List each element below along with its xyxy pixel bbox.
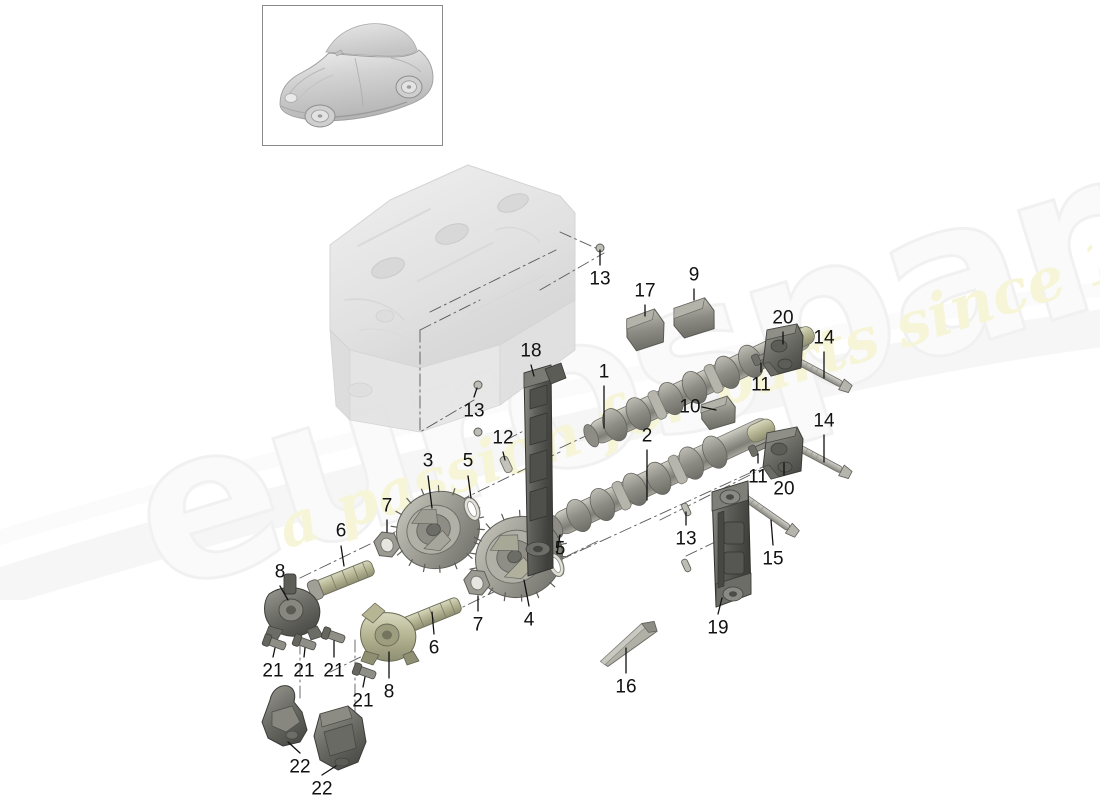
callout-10[interactable]: 10 (679, 396, 701, 418)
part-21-bolt-d (351, 662, 377, 680)
callout-1[interactable]: 1 (598, 361, 610, 383)
callout-22-b[interactable]: 22 (311, 778, 333, 800)
part-8-solenoid-upper (264, 573, 324, 641)
part-7-hex-nut-lower (463, 569, 491, 596)
callout-8-b[interactable]: 8 (383, 681, 395, 703)
cylinder-head-ghost (329, 164, 576, 433)
part-9-bearing-cap (673, 297, 715, 339)
part-6-control-valve-upper (306, 560, 375, 601)
callout-6-a[interactable]: 6 (335, 520, 347, 542)
part-7-hex-nut-upper (373, 531, 401, 558)
callout-8-a[interactable]: 8 (274, 561, 286, 583)
part-5-sealing-ring-upper (463, 496, 481, 522)
part-19-carrier-bracket (711, 480, 752, 608)
callout-16[interactable]: 16 (615, 676, 637, 698)
part-18-chain-rail (523, 362, 567, 577)
callout-5-b[interactable]: 5 (554, 538, 566, 560)
part-3-adjuster-gear (390, 485, 485, 573)
leader-lines (272, 249, 825, 776)
callout-19[interactable]: 19 (707, 617, 729, 639)
callout-22-a[interactable]: 22 (289, 756, 311, 778)
callout-11-a[interactable]: 11 (751, 374, 771, 396)
callout-21-c[interactable]: 21 (323, 660, 345, 682)
part-22-cover-a (261, 685, 308, 747)
part-22-cover-b (313, 705, 367, 771)
part-21-bolt-a (261, 633, 287, 651)
callout-13-c[interactable]: 13 (675, 528, 697, 550)
part-2-camshaft (547, 418, 776, 539)
callout-9[interactable]: 9 (688, 264, 700, 286)
callout-12[interactable]: 12 (492, 427, 514, 449)
part-13-pin-c (681, 502, 692, 573)
callout-3[interactable]: 3 (422, 450, 434, 472)
part-12-dowel-pin (499, 455, 513, 474)
callout-18[interactable]: 18 (520, 340, 542, 362)
vehicle-thumbnail (262, 5, 443, 146)
part-20-bearing-bridge-upper (762, 323, 804, 377)
callout-20-a[interactable]: 20 (772, 307, 794, 329)
callout-15[interactable]: 15 (762, 548, 784, 570)
callout-17[interactable]: 17 (634, 280, 656, 302)
part-20-bearing-bridge-lower (762, 426, 804, 480)
callout-21-a[interactable]: 21 (262, 660, 284, 682)
callout-11-b[interactable]: 11 (748, 466, 768, 488)
callout-6-b[interactable]: 6 (428, 637, 440, 659)
callout-21-d[interactable]: 21 (352, 690, 374, 712)
part-21-bolt-b (291, 633, 317, 651)
callout-5-a[interactable]: 5 (462, 450, 474, 472)
callout-4[interactable]: 4 (523, 609, 535, 631)
part-8-solenoid-lower (360, 602, 420, 666)
callout-21-b[interactable]: 21 (293, 660, 315, 682)
callout-13-a[interactable]: 13 (589, 268, 611, 290)
callout-7-b[interactable]: 7 (472, 614, 484, 636)
callout-14-b[interactable]: 14 (813, 410, 835, 432)
part-21-bolt-c (320, 626, 346, 644)
callout-14-a[interactable]: 14 (813, 327, 835, 349)
part-16-spray-bar (600, 621, 658, 668)
part-10-bearing-cap (700, 395, 736, 431)
part-14-bolt-upper (794, 357, 853, 393)
callout-13-b[interactable]: 13 (463, 400, 485, 422)
callout-20-b[interactable]: 20 (773, 478, 795, 500)
part-13-pin-b (473, 380, 483, 437)
callout-2[interactable]: 2 (641, 425, 653, 447)
vehicle-illustration (279, 23, 434, 128)
callout-7-a[interactable]: 7 (381, 495, 393, 517)
